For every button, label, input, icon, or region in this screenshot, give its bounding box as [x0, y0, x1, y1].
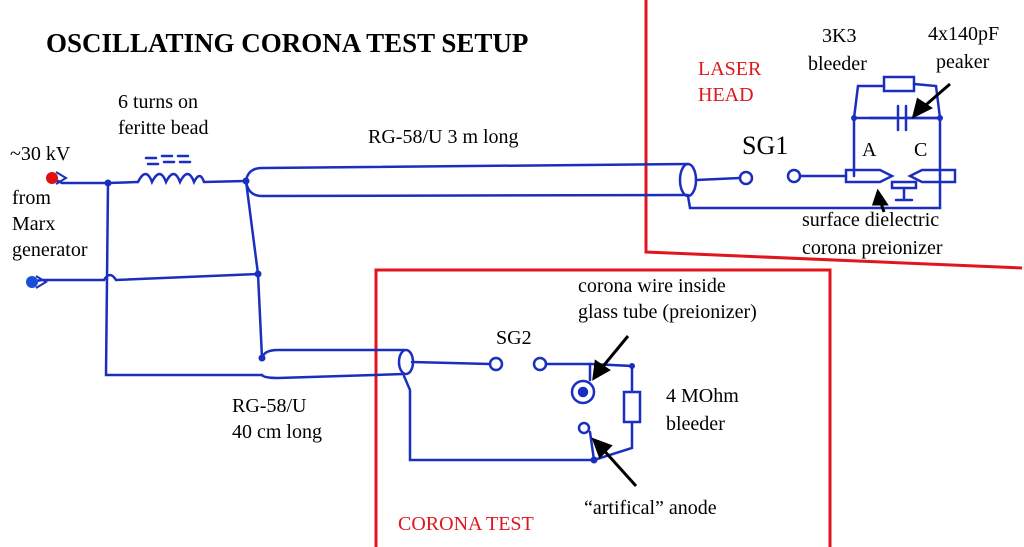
source-line3: generator	[12, 239, 88, 261]
preionizer-line2: corona preionizer	[802, 237, 943, 259]
4-mohm-bleeder	[622, 390, 642, 424]
page-title: OSCILLATING CORONA TEST SETUP	[46, 28, 528, 58]
sg2-left	[488, 356, 504, 372]
anode-a-label: A	[862, 139, 877, 161]
corona-wire-line2: glass tube (preionizer)	[578, 301, 757, 323]
pointer-arrows	[591, 82, 951, 488]
inductor-line1: 6 turns on	[118, 91, 198, 113]
cathode-c-label: C	[914, 139, 927, 161]
source-voltage: ~30 kV	[10, 143, 71, 165]
laser-head-label-1: LASER	[698, 58, 762, 80]
coax-end-long	[678, 162, 698, 198]
source-line1: from	[12, 187, 51, 209]
hv-terminal	[46, 172, 58, 184]
bleeder-3k3-line2: bleeder	[808, 53, 867, 75]
preionizer-line1: surface dielectric	[802, 209, 939, 231]
cable-long-label: RG-58/U 3 m long	[368, 126, 519, 148]
electrode-c	[907, 168, 957, 184]
inductor-coil	[136, 172, 248, 186]
laser-head-label-2: HEAD	[698, 84, 754, 106]
sg1-label: SG1	[742, 131, 788, 160]
peaker-line2: peaker	[936, 51, 990, 73]
artificial-anode	[577, 421, 591, 435]
peaker-cap	[868, 104, 942, 132]
gnd-terminal	[26, 276, 38, 288]
corona-wire-line1: corona wire inside	[578, 275, 726, 297]
corona-test-box	[374, 268, 832, 547]
corona-tube	[570, 379, 596, 405]
source-line2: Marx	[12, 213, 55, 235]
spark-gaps	[488, 168, 802, 435]
cable-short-line2: 40 cm long	[232, 421, 322, 443]
corona-test-label: CORONA TEST	[398, 513, 534, 535]
laser-head-box	[644, 0, 1023, 270]
sg2-right	[532, 356, 548, 372]
peaker-line1: 4x140pF	[928, 23, 999, 45]
bleeder-4m-line2: bleeder	[666, 413, 725, 435]
3k3-bleeder	[882, 75, 916, 93]
inductor-line2: feritte bead	[118, 117, 209, 139]
sg1-right	[786, 168, 802, 184]
sg2-label: SG2	[496, 327, 532, 349]
sg1-left	[738, 170, 754, 186]
artificial-anode-label: “artifical” anode	[584, 497, 717, 519]
bleeder-3k3-line1: 3K3	[822, 25, 856, 47]
junction-dots	[104, 115, 943, 464]
electrode-a	[844, 168, 895, 184]
bleeder-4m-line1: 4 MOhm	[666, 385, 739, 407]
cable-short-line1: RG-58/U	[232, 395, 307, 417]
